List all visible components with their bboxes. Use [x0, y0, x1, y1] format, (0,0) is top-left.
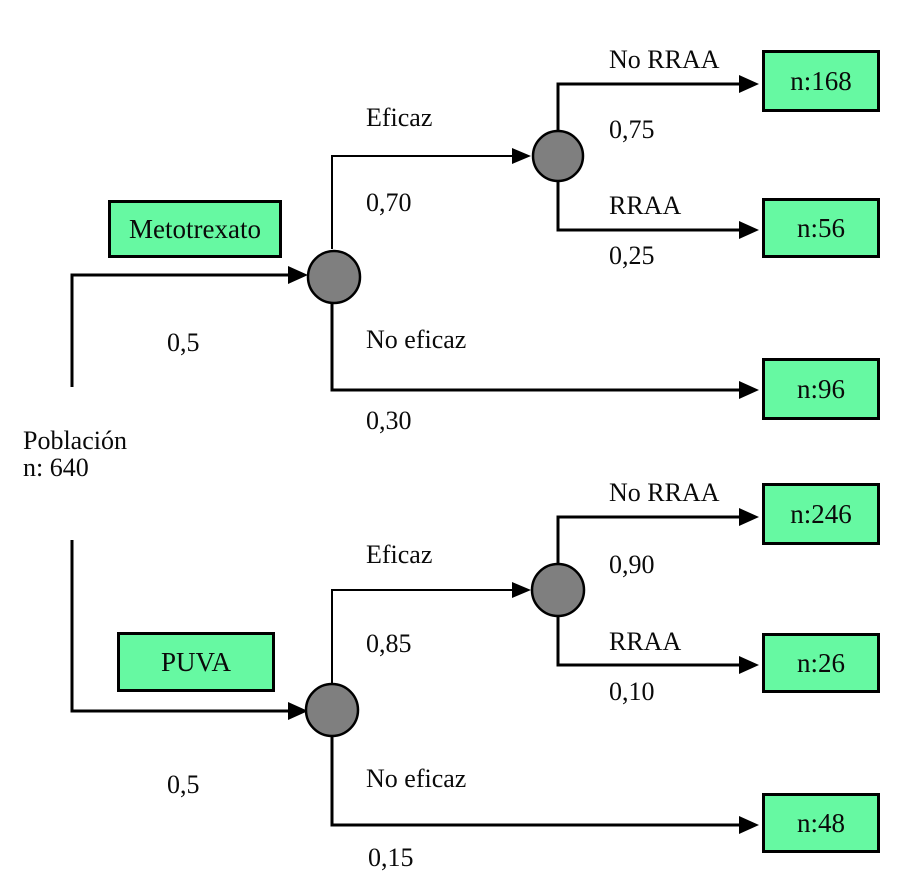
outcome-label-metotrexato-noeficaz: No eficaz [366, 325, 467, 354]
probability-label-metotrexato: 0,5 [167, 328, 200, 357]
outcome-label-puva-noeficaz: No eficaz [366, 764, 467, 793]
arrowhead [739, 656, 759, 674]
arrowhead [512, 148, 531, 164]
arrowhead [739, 816, 759, 834]
connector-puva-eficaz [331, 589, 516, 685]
connector-root-to-puva [70, 540, 292, 713]
result-box-metotrexato-eficaz-norraa: n:168 [762, 50, 880, 112]
outcome-label-puva-rraa: RRAA [609, 627, 682, 656]
probability-label-puva-noeficaz: 0,15 [368, 843, 414, 872]
connector-root-to-metotrexato [70, 273, 292, 387]
chance-node-metotrexato [306, 249, 362, 305]
arrowhead [739, 381, 759, 399]
probability-label-puva: 0,5 [167, 770, 200, 799]
arrowhead [739, 75, 759, 93]
treatment-box-puva: PUVA [117, 632, 275, 692]
root-population-count: n: 640 [23, 453, 89, 483]
chance-node-metotrexato-eficaz [531, 129, 585, 183]
result-box-metotrexato-eficaz-rraa: n:56 [762, 198, 880, 258]
connector-metotrexato-rraa [556, 181, 742, 232]
probability-label-metotrexato-norraa: 0,75 [609, 115, 655, 144]
outcome-label-metotrexato-norraa: No RRAA [609, 45, 720, 74]
result-box-puva-eficaz-rraa: n:26 [762, 633, 880, 693]
connector-puva-noeficaz [330, 736, 742, 827]
outcome-label-metotrexato-eficaz: Eficaz [366, 103, 433, 132]
treatment-box-puva-label: PUVA [160, 646, 232, 677]
probability-label-puva-norraa: 0,90 [609, 550, 655, 579]
root-population-name: Población [23, 426, 127, 455]
chance-node-puva [304, 682, 360, 738]
result-value: n:168 [790, 65, 852, 96]
arrowhead [288, 702, 308, 720]
result-value: n:48 [796, 807, 845, 838]
result-value: n:26 [796, 647, 845, 678]
connector-metotrexato-eficaz [331, 155, 516, 249]
connector-metotrexato-noeficaz [330, 303, 742, 392]
probability-label-metotrexato-rraa: 0,25 [609, 241, 655, 270]
arrowhead [739, 221, 759, 239]
result-value: n:56 [796, 212, 845, 243]
arrowhead [739, 508, 759, 526]
treatment-box-metotrexato-label: Metotrexato [129, 213, 261, 244]
outcome-label-puva-norraa: No RRAA [609, 478, 720, 507]
result-box-puva-eficaz-norraa: n:246 [762, 483, 880, 545]
result-box-metotrexato-noeficaz: n:96 [762, 358, 880, 420]
outcome-label-metotrexato-rraa: RRAA [609, 191, 682, 220]
result-box-puva-noeficaz: n:48 [762, 793, 880, 853]
result-value: n:246 [790, 498, 852, 529]
connector-puva-norraa [556, 515, 742, 564]
outcome-label-puva-eficaz: Eficaz [366, 540, 433, 569]
treatment-box-metotrexato: Metotrexato [108, 200, 282, 258]
probability-label-puva-rraa: 0,10 [609, 677, 655, 706]
root-population-label: Población n: 640 [23, 427, 127, 482]
probability-label-metotrexato-noeficaz: 0,30 [366, 406, 412, 435]
arrowhead [512, 582, 531, 598]
probability-label-puva-eficaz: 0,85 [366, 629, 412, 658]
arrowhead [288, 266, 308, 284]
connector-metotrexato-norraa [556, 82, 742, 132]
connector-puva-rraa [556, 616, 742, 667]
chance-node-puva-eficaz [530, 562, 586, 618]
probability-label-metotrexato-eficaz: 0,70 [366, 188, 412, 217]
result-value: n:96 [796, 373, 845, 404]
